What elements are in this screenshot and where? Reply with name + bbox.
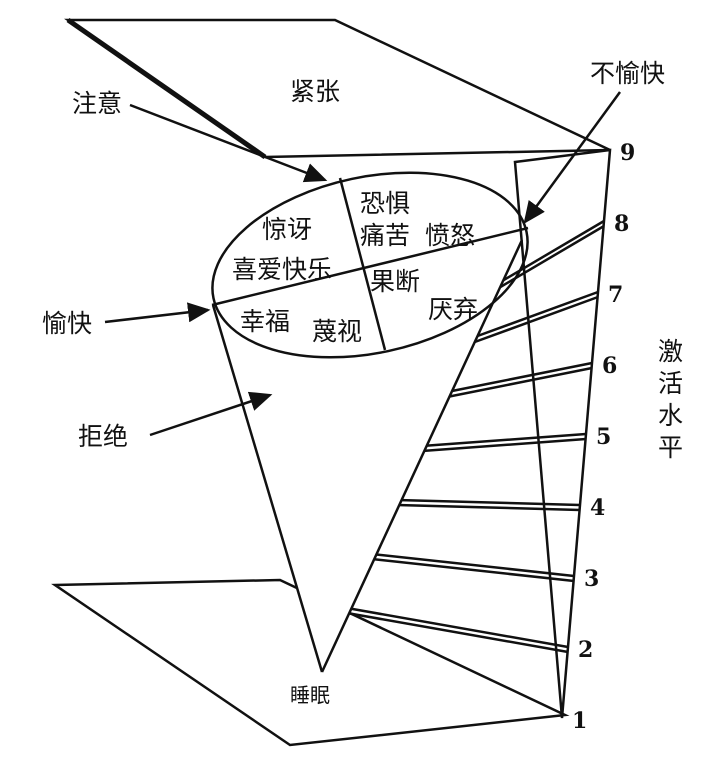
label-anger: 愤怒: [425, 221, 475, 250]
svg-text:激: 激: [658, 337, 683, 366]
scale-number: 5: [596, 424, 611, 450]
scale-stripe: [446, 366, 593, 399]
label-disgust: 厌弃: [428, 295, 478, 324]
label-pain: 痛苦: [360, 221, 410, 250]
label-surprise: 惊讶: [262, 215, 312, 244]
scale-number: 3: [584, 566, 599, 592]
scale-stripe: [446, 361, 593, 394]
scale-number: 8: [614, 211, 629, 237]
label-attention: 注意: [72, 89, 122, 118]
label-love-joy: 喜爱快乐: [232, 255, 332, 284]
scale-stripe: [396, 498, 581, 507]
label-contempt: 蔑视: [312, 317, 362, 346]
scale-stripe: [471, 290, 599, 340]
scale-stripe: [421, 432, 587, 448]
svg-text:平: 平: [658, 433, 683, 462]
bottom-plane: [51, 578, 570, 747]
unpleasant-arrow: [523, 91, 622, 225]
scale-stripe: [496, 219, 605, 286]
pleasant-arrow: [104, 302, 211, 324]
activation-level-label: 激 活 水 平: [658, 337, 683, 462]
label-determination: 果断: [370, 267, 420, 296]
scale-number: 4: [590, 495, 605, 521]
scale-stripe: [471, 295, 599, 345]
scale-stripe: [371, 557, 575, 583]
svg-text:活: 活: [658, 369, 683, 398]
label-pleasant: 愉快: [42, 309, 92, 338]
svg-text:水: 水: [658, 401, 683, 430]
scale-number: 1: [572, 708, 587, 734]
attention-arrow: [129, 103, 328, 183]
scale-stripe: [346, 611, 569, 654]
label-happiness: 幸福: [240, 307, 290, 336]
top-plane-label: 紧张: [290, 77, 340, 106]
scale-stripe: [371, 552, 575, 578]
scale-number: 2: [578, 637, 593, 663]
label-unpleasant: 不愉快: [590, 59, 665, 88]
label-fear: 恐惧: [360, 189, 410, 218]
scale-stripe: [421, 437, 587, 453]
scale-number: 9: [620, 140, 635, 166]
label-sleep: 睡眠: [290, 683, 330, 707]
scale-stripe: [396, 503, 581, 512]
label-rejection: 拒绝: [78, 422, 128, 451]
rejection-arrow: [149, 391, 273, 437]
emotion-cone: [211, 171, 529, 673]
activation-scale-triangle: [346, 148, 612, 719]
scale-stripe: [346, 606, 569, 649]
activation-scale-numbers: 1 2 3 4 5 6 7 8 9: [572, 140, 635, 734]
scale-number: 7: [608, 282, 623, 308]
scale-number: 6: [602, 353, 617, 379]
